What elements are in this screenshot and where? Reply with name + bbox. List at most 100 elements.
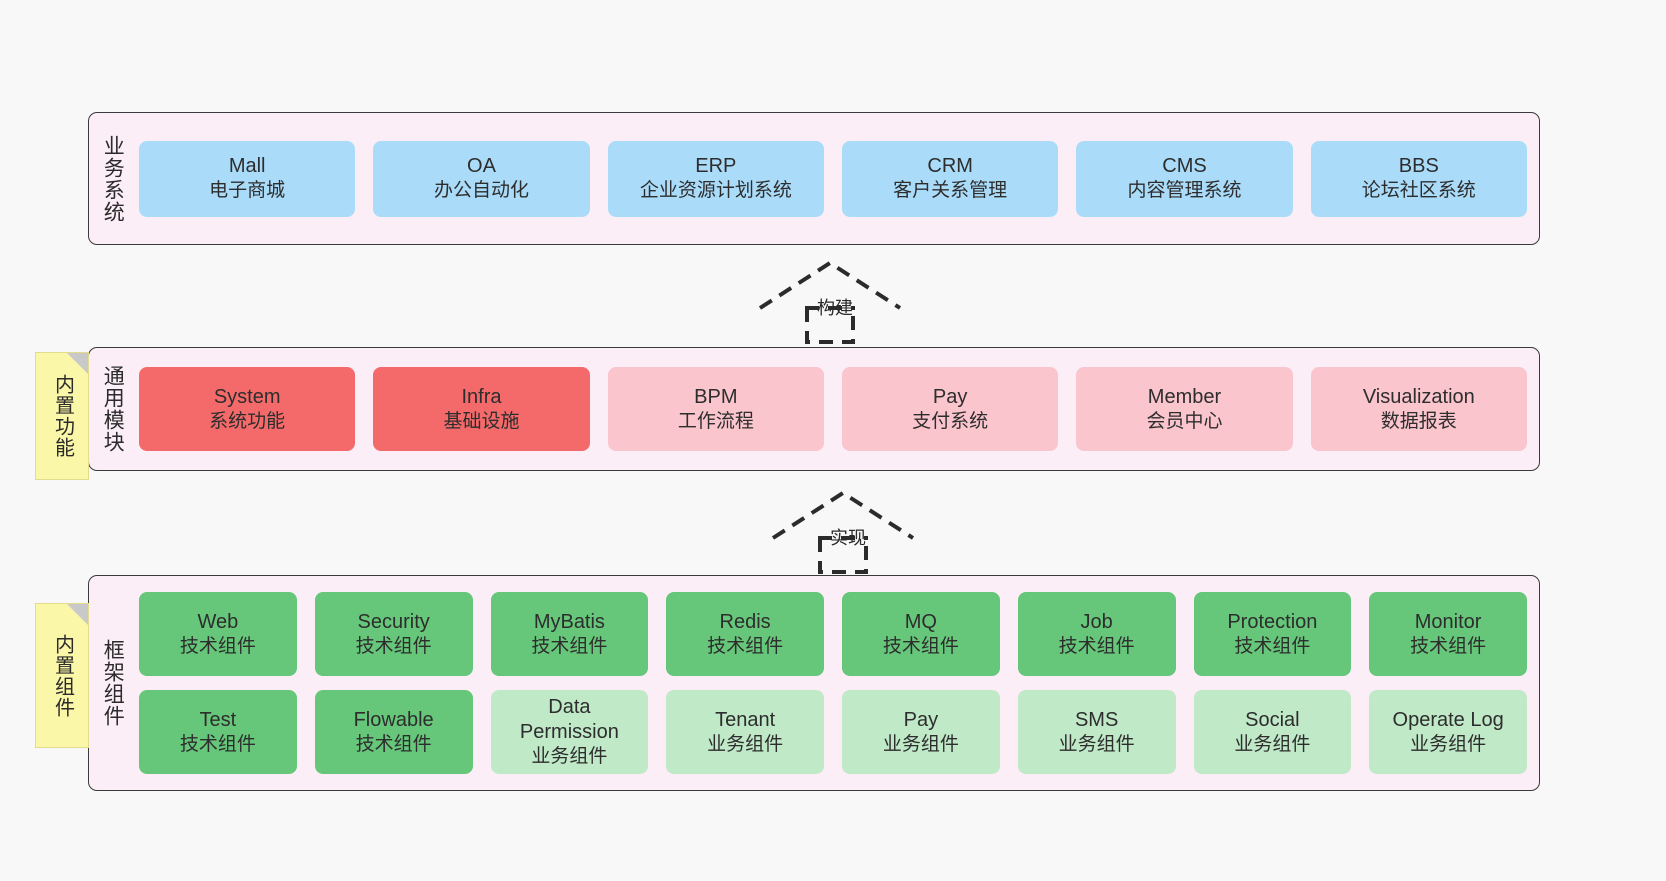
layer-title-business-system: 业务系统 xyxy=(101,134,125,223)
module-name: MQ xyxy=(904,610,937,633)
module-box-erp[interactable]: ERP 企业资源计划系统 xyxy=(607,140,824,217)
module-box-monitor[interactable]: Monitor 技术组件 xyxy=(1369,592,1527,676)
module-name: Pay xyxy=(903,708,939,731)
module-desc: 业务组件 xyxy=(707,733,784,755)
module-box-visualization[interactable]: Visualization 数据报表 xyxy=(1310,367,1527,451)
module-desc: 技术组件 xyxy=(355,635,432,657)
module-box-mybatis[interactable]: MyBatis 技术组件 xyxy=(490,592,649,676)
module-desc: 客户关系管理 xyxy=(893,180,1008,202)
layer-body-framework-component: Web 技术组件 Security 技术组件 MyBatis 技术组件 xyxy=(135,576,1539,790)
module-desc: 技术组件 xyxy=(531,635,608,657)
module-box-mall[interactable]: Mall 电子商城 xyxy=(139,140,356,217)
note-builtin-component: 内置组件 xyxy=(35,603,89,748)
module-name: Test xyxy=(199,708,237,731)
module-name: Web xyxy=(197,610,239,633)
module-box-data-permission[interactable]: Data Permission 业务组件 xyxy=(490,690,649,774)
module-box-redis[interactable]: Redis 技术组件 xyxy=(666,592,824,676)
layer-title-framework-component: 框架组件 xyxy=(101,639,125,727)
module-name: Security xyxy=(357,610,430,633)
module-box-pay-business[interactable]: Pay 业务组件 xyxy=(842,690,1000,774)
cell: Infra 基础设施 xyxy=(373,367,590,451)
module-name: OA xyxy=(467,155,496,178)
module-desc: 技术组件 xyxy=(1410,635,1487,657)
cell: Job 技术组件 xyxy=(1017,592,1176,676)
cell: Protection 技术组件 xyxy=(1193,592,1352,676)
module-name: CRM xyxy=(927,155,973,178)
module-desc: 业务组件 xyxy=(1058,733,1135,755)
module-name: Tenant xyxy=(715,708,776,731)
framework-tech-component-row: Web 技术组件 Security 技术组件 MyBatis 技术组件 xyxy=(139,592,1527,676)
cell: CRM 客户关系管理 xyxy=(841,140,1059,217)
module-name: Infra xyxy=(461,385,502,408)
module-desc: 技术组件 xyxy=(1234,635,1311,657)
module-desc: 办公自动化 xyxy=(433,180,529,202)
cell: Tenant 业务组件 xyxy=(666,690,824,774)
note-builtin-function-label: 内置功能 xyxy=(51,374,74,458)
module-desc: 论坛社区系统 xyxy=(1361,180,1476,202)
module-desc: 技术组件 xyxy=(707,635,784,657)
module-name: Operate Log xyxy=(1392,708,1504,731)
cell: BPM 工作流程 xyxy=(607,367,824,451)
module-name: MyBatis xyxy=(533,610,605,633)
module-box-test[interactable]: Test 技术组件 xyxy=(139,690,297,774)
arrow-implement-label: 实现 xyxy=(830,528,866,548)
cell: System 系统功能 xyxy=(139,367,356,451)
dashed-generalization-arrow-icon xyxy=(758,260,902,344)
common-module-row: System 系统功能 Infra 基础设施 BPM 工作流程 xyxy=(139,367,1527,451)
module-name: Monitor xyxy=(1414,610,1482,633)
module-desc: 工作流程 xyxy=(677,410,754,432)
layer-title-common-module: 通用模块 xyxy=(101,365,125,453)
cell: MQ 技术组件 xyxy=(842,592,1000,676)
cell: Test 技术组件 xyxy=(139,690,297,774)
module-box-operate-log[interactable]: Operate Log 业务组件 xyxy=(1369,690,1527,774)
module-box-security[interactable]: Security 技术组件 xyxy=(314,592,473,676)
module-box-protection[interactable]: Protection 技术组件 xyxy=(1193,592,1352,676)
module-box-flowable[interactable]: Flowable 技术组件 xyxy=(314,690,473,774)
module-desc: 业务组件 xyxy=(1410,733,1487,755)
layer-body-common-module: System 系统功能 Infra 基础设施 BPM 工作流程 xyxy=(135,348,1539,470)
arrow-build-label: 构建 xyxy=(817,298,853,318)
module-box-sms[interactable]: SMS 业务组件 xyxy=(1017,690,1176,774)
module-box-system[interactable]: System 系统功能 xyxy=(139,367,356,451)
module-desc: 数据报表 xyxy=(1380,410,1457,432)
cell: Operate Log 业务组件 xyxy=(1369,690,1527,774)
cell: Redis 技术组件 xyxy=(666,592,824,676)
module-desc: 会员中心 xyxy=(1146,410,1223,432)
cell: Web 技术组件 xyxy=(139,592,297,676)
module-box-job[interactable]: Job 技术组件 xyxy=(1017,592,1176,676)
module-name: Visualization xyxy=(1362,385,1475,408)
module-desc: 技术组件 xyxy=(179,635,256,657)
cell: Pay 业务组件 xyxy=(842,690,1000,774)
module-name: Social xyxy=(1245,708,1300,731)
business-system-row: Mall 电子商城 OA 办公自动化 ERP 企业资源计划系统 xyxy=(139,140,1527,217)
module-name: BBS xyxy=(1398,155,1439,178)
module-box-web[interactable]: Web 技术组件 xyxy=(139,592,297,676)
module-box-social[interactable]: Social 业务组件 xyxy=(1193,690,1352,774)
module-desc: 基础设施 xyxy=(443,410,520,432)
module-box-member[interactable]: Member 会员中心 xyxy=(1076,367,1293,451)
cell: Visualization 数据报表 xyxy=(1310,367,1527,451)
module-box-cms[interactable]: CMS 内容管理系统 xyxy=(1076,140,1293,217)
module-box-oa[interactable]: OA 办公自动化 xyxy=(373,140,590,217)
cell: CMS 内容管理系统 xyxy=(1076,140,1293,217)
module-box-tenant[interactable]: Tenant 业务组件 xyxy=(666,690,824,774)
cell: Mall 电子商城 xyxy=(139,140,356,217)
module-desc: 技术组件 xyxy=(355,733,432,755)
cell: OA 办公自动化 xyxy=(373,140,590,217)
module-name: ERP xyxy=(695,155,737,178)
module-box-bpm[interactable]: BPM 工作流程 xyxy=(607,367,824,451)
module-box-infra[interactable]: Infra 基础设施 xyxy=(373,367,590,451)
module-box-mq[interactable]: MQ 技术组件 xyxy=(842,592,1000,676)
module-box-bbs[interactable]: BBS 论坛社区系统 xyxy=(1310,140,1527,217)
folded-corner-icon xyxy=(67,353,88,374)
cell: Security 技术组件 xyxy=(314,592,473,676)
module-desc: 技术组件 xyxy=(1058,635,1135,657)
module-name: Flowable xyxy=(353,708,434,731)
module-name: Protection xyxy=(1227,610,1318,633)
module-box-pay[interactable]: Pay 支付系统 xyxy=(841,367,1059,451)
module-name: System xyxy=(213,385,281,408)
layer-body-business-system: Mall 电子商城 OA 办公自动化 ERP 企业资源计划系统 xyxy=(135,113,1539,244)
layer-framework-component: 框架组件 Web 技术组件 Security 技术组件 xyxy=(88,575,1540,791)
module-desc: 技术组件 xyxy=(179,733,256,755)
module-box-crm[interactable]: CRM 客户关系管理 xyxy=(841,140,1059,217)
